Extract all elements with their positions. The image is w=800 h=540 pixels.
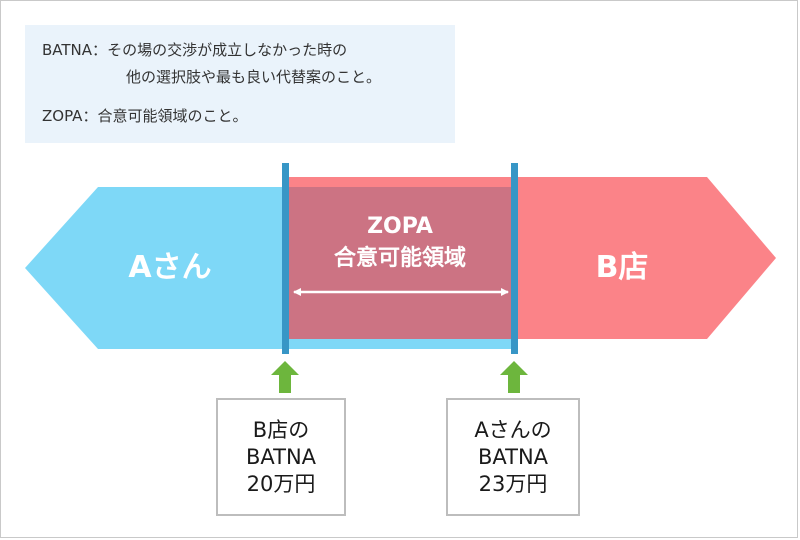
callout-line: 23万円 <box>478 471 548 496</box>
callout-line: BATNA <box>477 444 549 469</box>
a-san-batna-boundary <box>511 163 518 354</box>
definitions-panel: BATNA：その場の交渉が成立しなかった時の 他の選択肢や最も良い代替案のこと。… <box>25 25 455 143</box>
party-b-label: B店 <box>596 250 649 285</box>
batna-description-line2: 他の選択肢や最も良い代替案のこと。 <box>126 68 382 86</box>
a-san-batna-up-arrow <box>500 361 528 393</box>
zopa-subtitle: 合意可能領域 <box>334 245 466 271</box>
batna-separator: ： <box>92 41 108 59</box>
zopa-definition-line: ZOPA：合意可能領域のこと。 <box>42 105 247 126</box>
zopa-term: ZOPA <box>42 107 83 125</box>
a-san-batna-callout: Aさんの BATNA 23万円 <box>446 398 580 516</box>
batna-term: BATNA <box>42 41 93 59</box>
callout-line: BATNA <box>245 444 317 469</box>
batna-definition-line1: BATNA：その場の交渉が成立しなかった時の <box>42 39 347 60</box>
party-a-band-extension <box>286 339 515 349</box>
zopa-separator: ： <box>82 107 98 125</box>
party-a-band <box>25 187 286 349</box>
batna-description-line1: その場の交渉が成立しなかった時の <box>107 41 348 59</box>
party-a-label: Aさん <box>128 250 211 285</box>
b-store-batna-up-arrow <box>271 361 299 393</box>
b-store-batna-callout: B店の BATNA 20万円 <box>216 398 346 516</box>
zopa-description: 合意可能領域のこと。 <box>97 107 248 125</box>
b-store-batna-boundary <box>282 163 289 354</box>
zopa-title: ZOPA <box>367 214 433 239</box>
callout-line: B店の <box>252 417 310 442</box>
callout-line: Aさんの <box>474 417 552 442</box>
callout-line: 20万円 <box>246 471 316 496</box>
zopa-region <box>286 187 515 339</box>
